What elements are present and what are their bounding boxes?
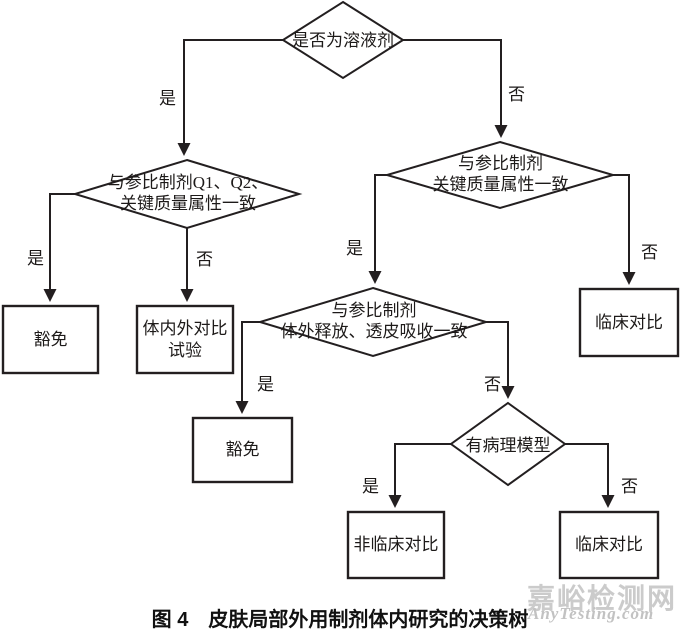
edge-solution-yes	[177, 39, 283, 156]
box-clinical1-shape	[578, 287, 680, 358]
decision-q1q2-shape	[71, 158, 303, 230]
decision-solution-label: 是否为溶液剂	[292, 31, 394, 50]
box-nonclinical-shape	[346, 510, 446, 580]
edge-ivrt-no	[486, 321, 515, 399]
branch-model-yes: 是	[362, 477, 379, 496]
decision-q1q2-label: 与参比制剂Q1、Q2、 关键质量属性一致	[77, 172, 299, 214]
edge-model-yes	[388, 443, 451, 508]
decision-cqa-label: 与参比制剂 关键质量属性一致	[388, 153, 613, 195]
branch-model-no: 否	[621, 477, 638, 496]
decision-cqa-line1: 与参比制剂	[458, 154, 543, 173]
decision-ivrt-shape	[256, 286, 490, 358]
box-nonclinical-label: 非临床对比	[353, 535, 439, 554]
box-exempt2-label: 豁免	[225, 440, 260, 459]
branch-q1q2-yes: 是	[27, 249, 44, 268]
box-ivivc-label: 体内外对比 试验	[137, 306, 233, 373]
edge-ivrt-yes	[235, 321, 260, 414]
decision-cqa-line2: 关键质量属性一致	[432, 175, 569, 194]
branch-ivrt-no: 否	[484, 375, 501, 394]
edge-model-no	[565, 443, 615, 508]
box-clinical2-label: 临床对比	[575, 535, 643, 554]
box-clinical2-shape	[558, 510, 660, 580]
box-exempt1-label: 豁免	[33, 329, 68, 349]
decision-model-label: 有病理模型	[465, 436, 551, 455]
decision-q1q2-line2: 关键质量属性一致	[120, 194, 256, 213]
box-ivivc-shape	[135, 304, 235, 375]
decision-ivrt-line2: 体外释放、透皮吸收一致	[280, 322, 468, 341]
box-exempt2-shape	[191, 416, 294, 484]
box-clinical1-label: 临床对比	[595, 312, 663, 332]
decision-q1q2-line1: 与参比制剂Q1、Q2、	[107, 173, 269, 192]
decision-cqa-shape	[383, 140, 617, 210]
figure-caption-title: 皮肤局部外用制剂体内研究的决策树	[208, 609, 529, 631]
figure-caption-number: 图 4	[151, 609, 189, 631]
branch-cqa-yes: 是	[346, 239, 363, 258]
branch-cqa-no: 否	[641, 243, 658, 262]
decision-model-shape	[449, 401, 567, 487]
watermark-cn: 嘉峪检测网	[527, 583, 678, 614]
box-ivivc-line1: 体内外对比	[142, 318, 228, 338]
decision-ivrt-label: 与参比制剂 体外释放、透皮吸收一致	[261, 300, 487, 342]
edge-solution-no	[403, 39, 508, 138]
box-ivivc-line2: 试验	[168, 340, 202, 360]
branch-q1q2-no: 否	[196, 250, 213, 269]
edge-q1q2-yes	[43, 193, 75, 302]
edge-cqa-yes	[368, 174, 387, 284]
edge-cqa-no	[613, 174, 636, 285]
decision-solution-shape	[281, 0, 405, 80]
branch-solution-no: 否	[508, 85, 525, 104]
branch-ivrt-yes: 是	[257, 375, 274, 394]
box-exempt1-shape	[1, 304, 100, 375]
decision-ivrt-line1: 与参比制剂	[331, 301, 417, 320]
watermark-en: AnyTesting.com	[528, 604, 655, 623]
branch-solution-yes: 是	[159, 89, 176, 108]
figure-caption: 图 4 皮肤局部外用制剂体内研究的决策树	[0, 603, 680, 632]
